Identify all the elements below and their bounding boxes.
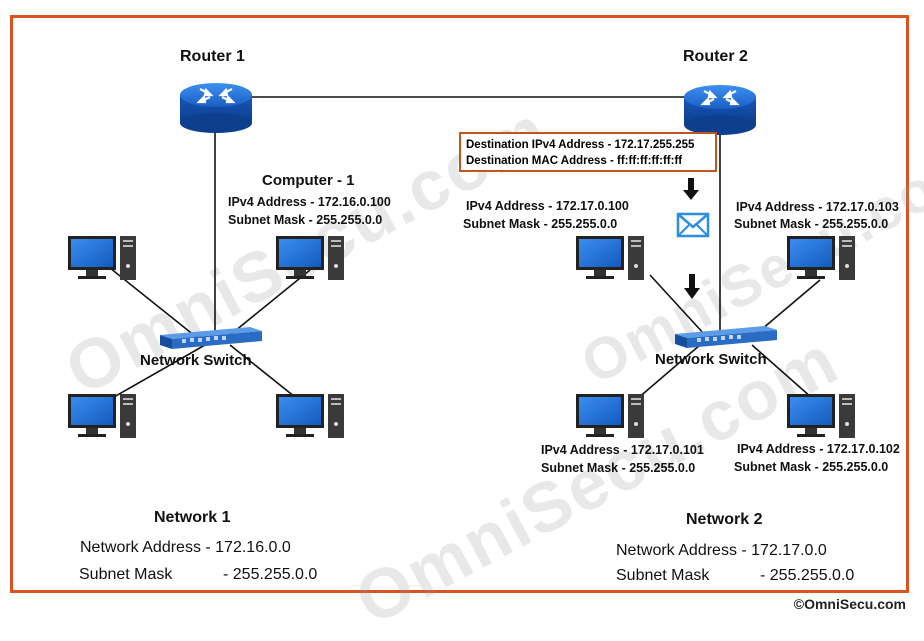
network-switch-2-icon — [675, 326, 777, 348]
pc-bottomright-icon — [276, 394, 344, 438]
network-2-mask-label: Subnet Mask — [616, 567, 710, 584]
host-172-17-0-100-icon — [576, 236, 644, 280]
broadcast-destination-box: Destination IPv4 Address - 172.17.255.25… — [459, 132, 717, 172]
host-172-17-0-101-icon — [576, 394, 644, 438]
network-diagram — [68, 83, 855, 438]
switch2-to-host100-link — [649, 274, 706, 336]
host-102-mask: Subnet Mask - 255.255.0.0 — [734, 460, 889, 474]
network-1-mask-value: - 255.255.0.0 — [223, 566, 318, 583]
computer-1-mask: Subnet Mask - 255.255.0.0 — [228, 213, 383, 227]
network-switch-2-label: Network Switch — [655, 351, 767, 368]
host-101-ip: IPv4 Address - 172.17.0.101 — [541, 443, 704, 457]
host-100-mask: Subnet Mask - 255.255.0.0 — [463, 217, 618, 231]
computer-1-ip: IPv4 Address - 172.16.0.100 — [228, 195, 391, 209]
down-arrow-icon — [684, 274, 700, 299]
switch2-to-host103-link — [754, 279, 821, 336]
computer-1-title: Computer - 1 — [262, 172, 355, 189]
copyright-label: ©OmniSecu.com — [793, 596, 906, 612]
pc-bottomleft-icon — [68, 394, 136, 438]
network-switch-1-label: Network Switch — [140, 352, 252, 369]
host-103-mask: Subnet Mask - 255.255.0.0 — [734, 217, 889, 231]
host-102-ip: IPv4 Address - 172.17.0.102 — [737, 442, 900, 456]
network-1-mask-label: Subnet Mask — [79, 566, 173, 583]
down-arrow-icon — [683, 178, 699, 200]
switch1-to-pc-topleft-link — [99, 259, 201, 341]
switch1-to-computer1-link — [229, 269, 311, 336]
network-switch-1-icon — [160, 327, 262, 349]
host-172-17-0-102-icon — [787, 394, 855, 438]
envelope-icon — [676, 212, 710, 238]
router-2-icon — [684, 85, 756, 135]
network-2-title: Network 2 — [686, 511, 763, 528]
network-2-mask-value: - 255.255.0.0 — [760, 567, 855, 584]
host-101-mask: Subnet Mask - 255.255.0.0 — [541, 461, 696, 475]
router-1-icon — [180, 83, 252, 133]
router-2-label: Router 2 — [683, 48, 748, 65]
computer-1-icon — [276, 236, 344, 280]
router-1-label: Router 1 — [180, 48, 245, 65]
destination-mac: Destination MAC Address - ff:ff:ff:ff:ff… — [466, 155, 683, 167]
host-103-ip: IPv4 Address - 172.17.0.103 — [736, 200, 899, 214]
pc-topleft-icon — [68, 236, 136, 280]
host-172-17-0-103-icon — [787, 236, 855, 280]
network-1-title: Network 1 — [154, 509, 231, 526]
switch1-to-pc-bottomleft-link — [99, 344, 206, 406]
host-100-ip: IPv4 Address - 172.17.0.100 — [466, 199, 629, 213]
network-1-address: Network Address - 172.16.0.0 — [80, 539, 291, 556]
network-2-address: Network Address - 172.17.0.0 — [616, 542, 827, 559]
destination-ip: Destination IPv4 Address - 172.17.255.25… — [466, 139, 695, 151]
diagram-frame — [10, 15, 909, 593]
